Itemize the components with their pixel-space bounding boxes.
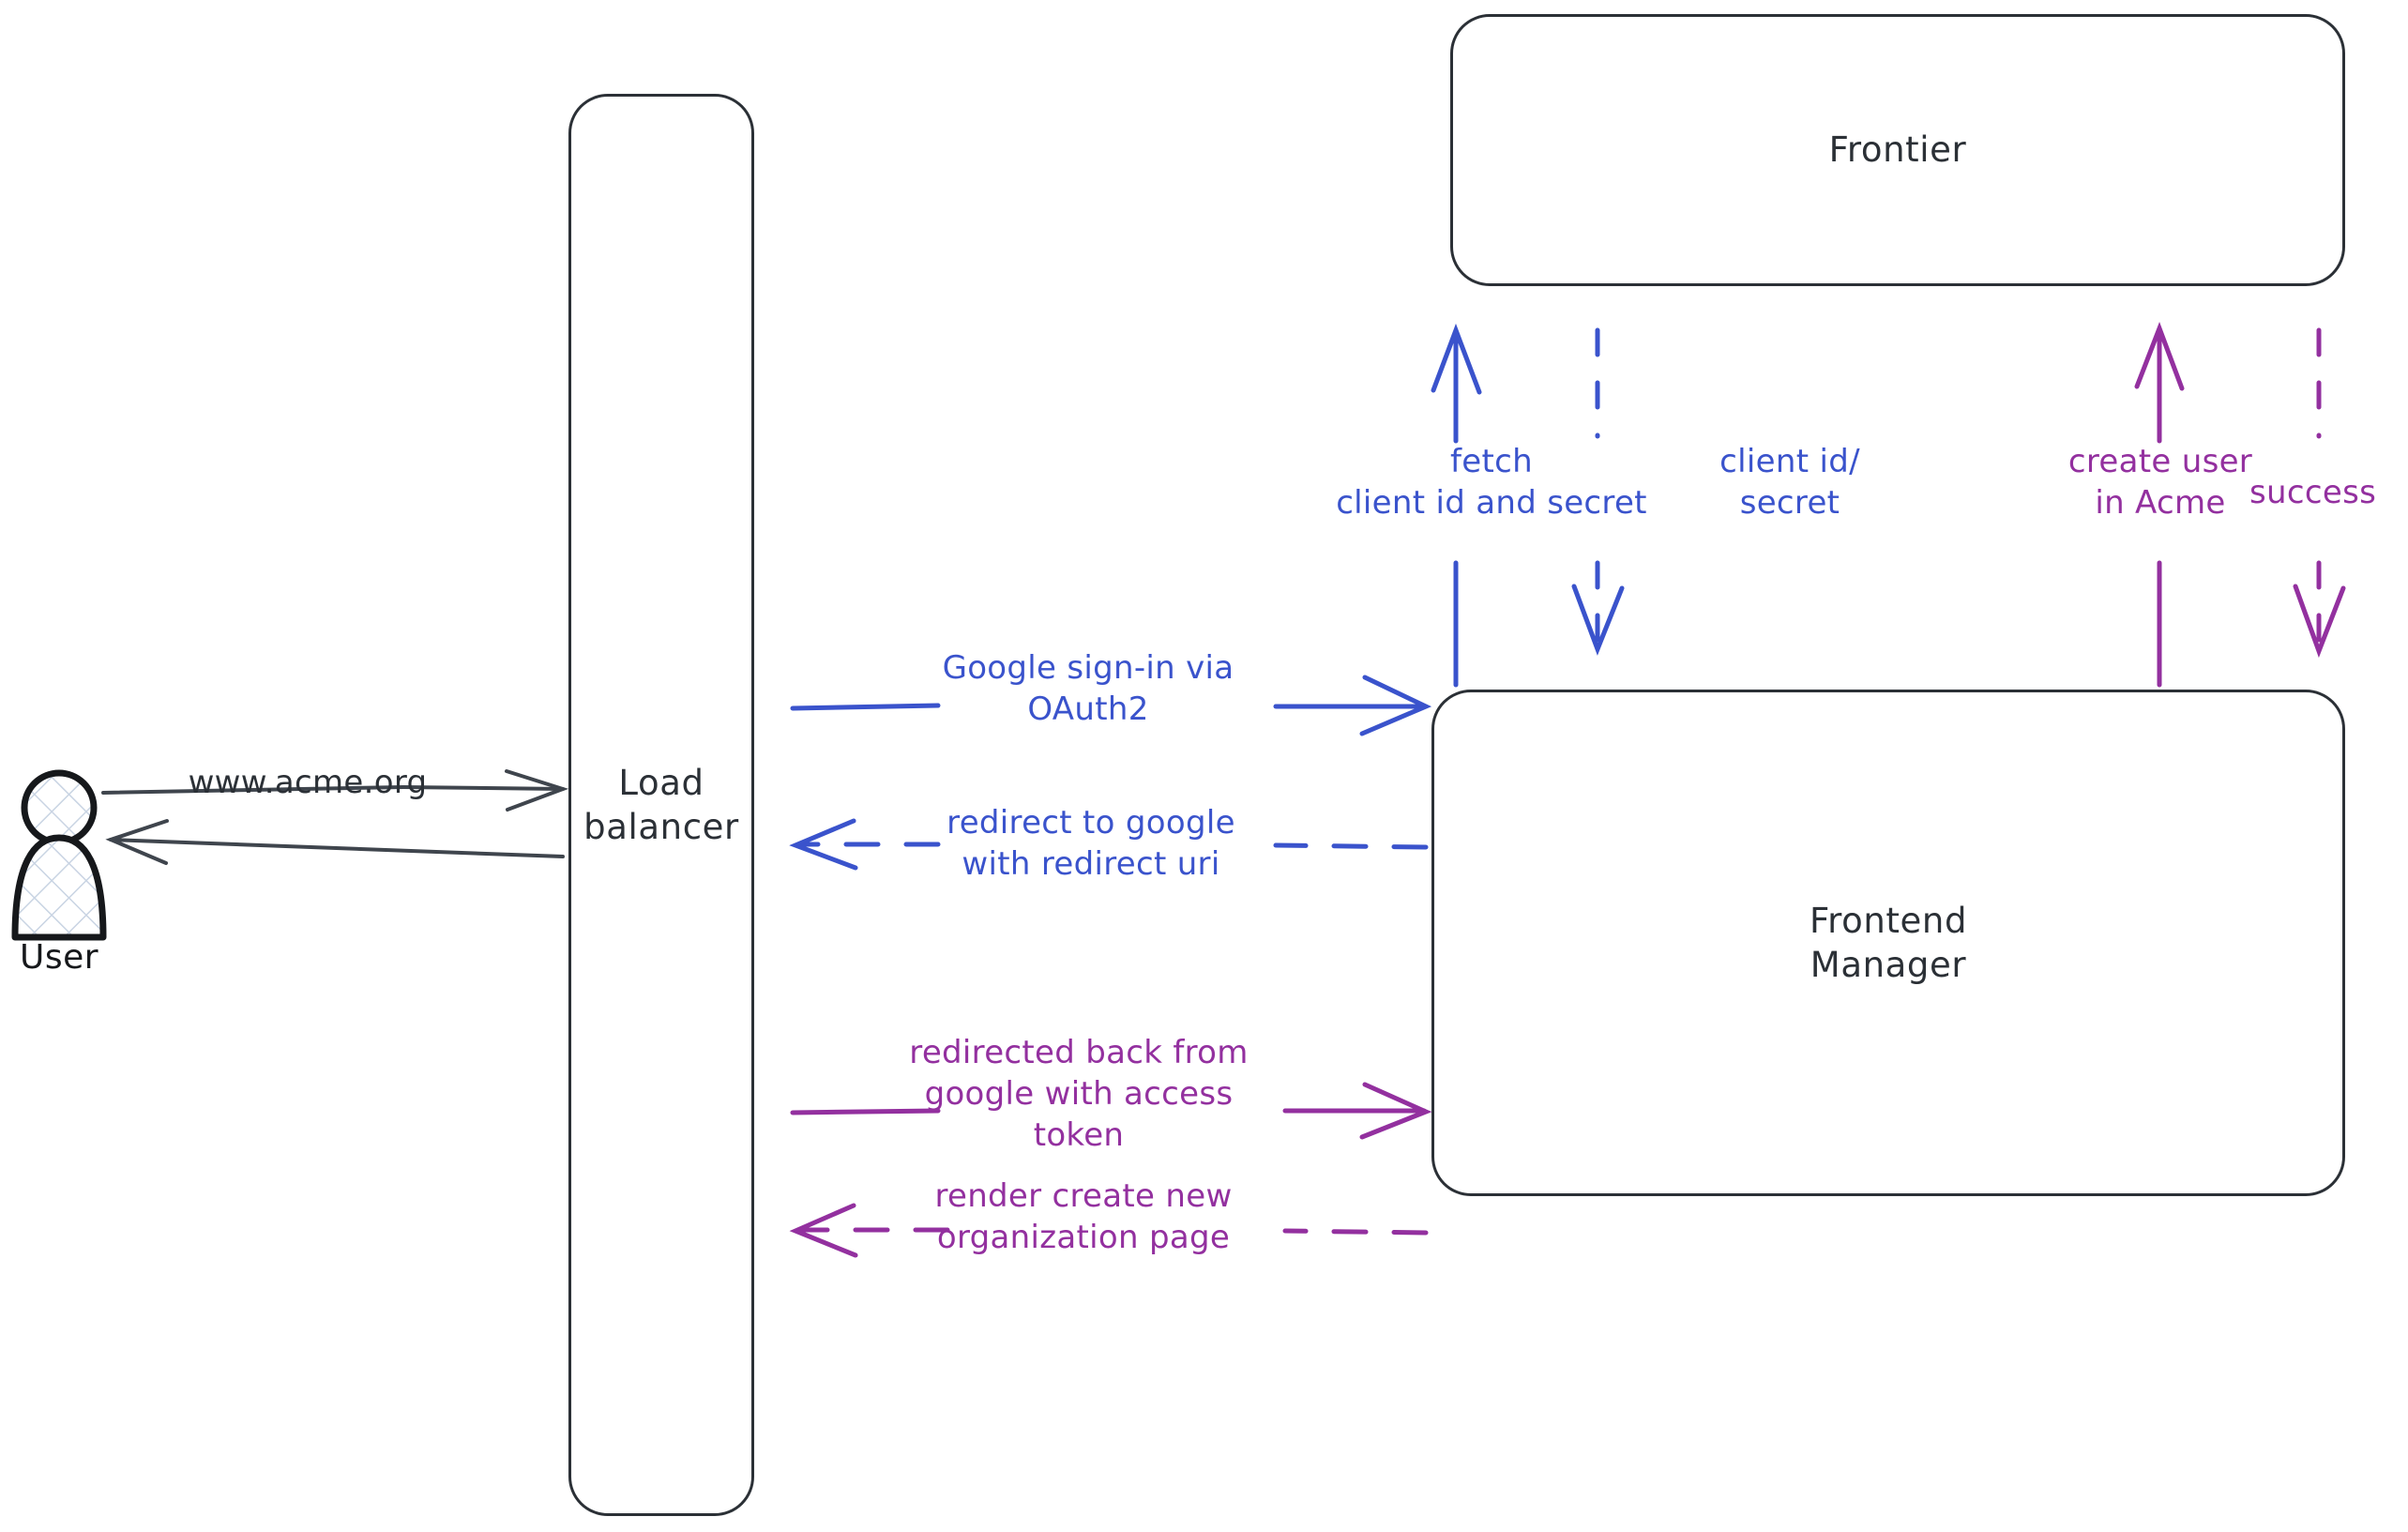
user-actor-icon <box>11 769 107 941</box>
edge-create-user-acme <box>2134 321 2185 688</box>
node-load-balancer[interactable]: Load balancer <box>568 94 754 1516</box>
edge-redirect-to-google <box>789 818 1429 871</box>
edge-success <box>2293 327 2346 659</box>
edge-google-signin <box>790 675 1432 736</box>
node-frontier[interactable]: Frontier <box>1450 14 2345 286</box>
edge-client-id-secret <box>1571 327 1625 656</box>
edge-fetch-client-id <box>1431 323 1482 688</box>
node-frontier-label: Frontier <box>1828 129 1967 171</box>
edge-redirected-back-token <box>790 1082 1432 1140</box>
edge-render-create-org <box>789 1203 1429 1258</box>
edge-user-to-lb <box>101 769 569 812</box>
user-actor-label: User <box>19 938 99 977</box>
node-frontend-manager[interactable]: Frontend Manager <box>1431 690 2345 1196</box>
edge-lb-to-user <box>105 819 565 865</box>
node-frontend-manager-label: Frontend Manager <box>1809 900 1968 985</box>
node-load-balancer-label: Load balancer <box>583 762 739 847</box>
